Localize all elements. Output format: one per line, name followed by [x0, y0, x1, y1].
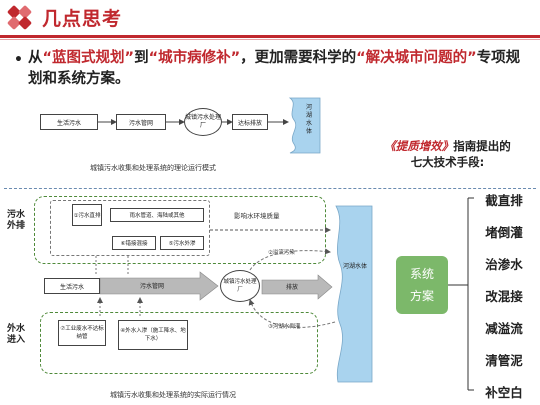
technique-7: 补空白 [485, 385, 523, 400]
label-external-water-in: 外水进入 [6, 324, 25, 345]
item-infiltration: ④外水入渗（施工降水、地下水） [118, 320, 188, 350]
logo-icon [7, 5, 32, 30]
outflow-items-group [50, 200, 210, 256]
top-discharge-box: 达标排放 [232, 114, 268, 130]
top-plant-node: 城镇污水处理厂 [184, 108, 222, 136]
system-line1: 系统 [409, 267, 434, 281]
bullet-quote2: “城市病修补” [148, 50, 241, 66]
impact-label: 影响水环境质量 [234, 212, 280, 220]
label-sewage-out: 污水外排 [6, 210, 25, 231]
bottom-discharge-label: 排放 [286, 284, 299, 291]
guide-heading: 《提质增效》指南提出的 七大技术手段: [365, 138, 530, 170]
item-direct-discharge: ①污水直排 [72, 204, 102, 226]
item-backflow: ③河湖水倒灌 [268, 324, 301, 330]
technique-4: 改混接 [485, 289, 523, 304]
inflow-zone [40, 312, 318, 374]
title-divider-thin [0, 39, 540, 40]
top-water-shape [288, 97, 321, 154]
item-industrial: ⑦工业废水不达标纳管 [58, 320, 106, 346]
guide-line2: 七大技术手段: [410, 155, 485, 169]
title-divider [0, 35, 540, 38]
system-line2: 方案 [409, 289, 434, 303]
technique-1: 截直排 [485, 193, 523, 208]
technique-5: 减溢流 [485, 321, 523, 336]
bullet-part4: 专项规划和系统方案。 [28, 50, 521, 87]
bullet-icon: • [14, 52, 23, 68]
bottom-source-box: 生活污水 [44, 278, 100, 294]
top-diagram-caption: 城镇污水收集和处理系统的理论运行模式 [90, 164, 216, 172]
bottom-water-shape [335, 205, 373, 383]
guide-book-title: 《提质增效》 [384, 139, 454, 153]
bullet-part3: ，更加需要科学的 [240, 50, 357, 66]
bullet-text: 从“蓝图式规划”到“城市病修补”，更加需要科学的“解决城市问题的”专项规划和系统… [28, 48, 528, 90]
bullet-quote1: “蓝图式规划” [42, 50, 135, 66]
system-solution-box: 系统 方案 [396, 256, 448, 314]
page-title: 几点思考 [42, 8, 123, 30]
title-bar [0, 0, 540, 38]
top-network-box: 污水管网 [116, 114, 166, 130]
bottom-network-label: 污水管网 [140, 283, 165, 290]
technique-6: 清管泥 [485, 353, 523, 368]
section-divider [4, 188, 536, 189]
item-exfiltration: ⑤污水外渗 [160, 236, 204, 250]
bottom-water-label: 河湖水体 [342, 263, 367, 270]
bottom-diagram-caption: 城镇污水收集和处理系统的实际运行情况 [110, 391, 236, 399]
technique-3: 治渗水 [485, 257, 523, 272]
item-misconnection: ⑥错接混接 [112, 236, 156, 250]
top-water-label: 河湖水体 [305, 104, 312, 135]
item-rain-pipe: 雨水管道、海陆或其他 [110, 208, 204, 222]
bullet-part1: 从 [28, 50, 43, 66]
bullet-part2: 到 [134, 50, 149, 66]
bullet-quote3: “解决城市问题的” [356, 50, 477, 66]
top-source-box: 生活污水 [40, 114, 98, 130]
technique-2: 堵倒灌 [485, 225, 523, 240]
bottom-plant-node: 城镇污水处理厂 [220, 270, 260, 302]
guide-line1: 指南提出的 [453, 139, 511, 153]
item-overflow: ②溢流污染 [268, 250, 295, 256]
